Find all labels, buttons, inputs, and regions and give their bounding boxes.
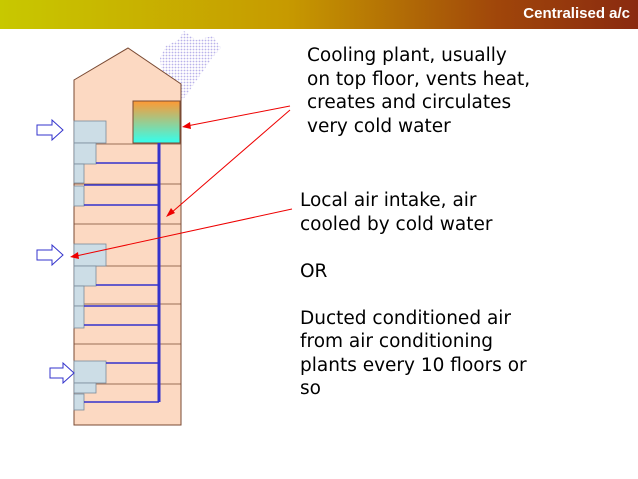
air-intake-label: Local air intake, air cooled by cold wat… xyxy=(300,190,527,399)
air-inlet-arrow-bottom xyxy=(49,361,75,385)
air-intake-units xyxy=(73,120,107,411)
cold-water-pipes xyxy=(84,143,161,403)
slide-title: Centralised a/c xyxy=(523,5,630,22)
air-inlet-arrows xyxy=(36,118,75,385)
air-inlet-arrow-top xyxy=(36,118,64,142)
title-banner: Centralised a/c xyxy=(0,0,638,29)
callout-pointers xyxy=(70,105,293,259)
cooling-plant-box xyxy=(132,100,181,144)
cooling-plant-label: Cooling plant, usually on top floor, ven… xyxy=(307,45,531,137)
air-inlet-arrow-middle xyxy=(36,243,64,267)
